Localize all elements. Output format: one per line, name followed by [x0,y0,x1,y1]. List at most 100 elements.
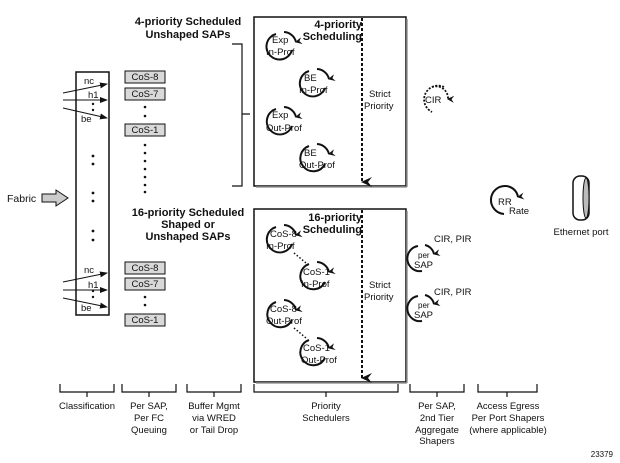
port-rr-scheduler: RR Rate [489,184,529,217]
svg-text:CoS-8: CoS-8 [270,229,297,240]
group-4p-bracket [232,43,250,187]
queue-label: CoS-8 [132,72,159,83]
scheduler-node: CoS-1 Out-Prof [299,337,337,367]
scheduler-node: Exp Out-Prof [265,106,303,136]
group-16p-title-line2: Shaped or [161,219,216,231]
svg-text:In-Prof: In-Prof [266,241,295,252]
group-4p-title-line2: Unshaped SAPs [146,29,231,41]
scheduler-node: CoS-8 In-Prof [265,224,303,254]
dotted-connector [293,327,307,339]
svg-text:or Tail Drop: or Tail Drop [190,425,238,436]
svg-text:Per FC: Per FC [134,413,164,424]
svg-text:Per SAP,: Per SAP, [418,401,456,412]
svg-text:BE: BE [304,73,317,84]
svg-text:Buffer Mgmt: Buffer Mgmt [188,401,240,412]
queue-list-4p [124,70,166,137]
svg-text:Out-Prof: Out-Prof [301,355,337,366]
fc-label-nc: nc [84,265,94,276]
svg-text:RR: RR [498,197,512,208]
fc-label-be: be [81,114,92,125]
group-16p-title-line3: Unshaped SAPs [146,231,231,243]
group-16p-title-line1: 16-priority Scheduled [132,207,244,219]
queue-label: CoS-8 [132,263,159,274]
fabric-label: Fabric [7,193,36,205]
stage-label-priority-schedulers: Priority Schedulers [302,401,350,424]
svg-text:(where applicable): (where applicable) [469,425,547,436]
svg-text:Classification: Classification [59,401,115,412]
svg-text:CoS-1: CoS-1 [303,267,330,278]
svg-text:via WRED: via WRED [192,413,236,424]
fabric-arrow-icon [41,189,69,207]
stage-label-queuing: Per SAP, Per FC Queuing [130,401,168,436]
svg-text:per: per [418,251,430,260]
cir-pir-label: CIR, PIR [434,234,472,245]
stage-label-buffer-mgmt: Buffer Mgmt via WRED or Tail Drop [188,401,240,436]
per-sap-shaper: per SAP CIR, PIR [406,287,472,323]
svg-text:Queuing: Queuing [131,425,167,436]
cir-pir-label: CIR, PIR [434,287,472,298]
strict-priority-label-line1: Strict [369,89,391,100]
svg-text:per: per [418,301,430,310]
strict-priority-label-line2: Priority [364,101,394,112]
strict-priority-label-line1: Strict [369,280,391,291]
stage-brackets [59,384,538,397]
scheduler-node: BE In-Prof [298,68,336,98]
scheduler-node: CoS-8 Out-Prof [266,299,303,329]
svg-text:Schedulers: Schedulers [302,413,350,424]
svg-text:Out-Prof: Out-Prof [266,123,302,134]
scheduler-node: CoS-1 In-Prof [299,261,336,291]
svg-text:Out-Prof: Out-Prof [299,160,335,171]
svg-text:Per Port Shapers: Per Port Shapers [472,413,545,424]
queue-label: CoS-7 [132,279,159,290]
fc-label-h1: h1 [88,90,99,101]
scheduler-node: Exp In-Prof [265,31,303,61]
svg-text:Priority: Priority [311,401,341,412]
dotted-connector [293,252,307,264]
figure-id: 23379 [591,450,614,459]
svg-text:Access Egress: Access Egress [477,401,540,412]
svg-text:2nd Tier: 2nd Tier [420,413,454,424]
svg-text:Out-Prof: Out-Prof [266,316,302,327]
bottom-classification-arrows [62,271,108,309]
scheduler-16p-title-line2: Scheduling [303,224,362,236]
ethernet-port-icon [572,175,590,221]
svg-text:Aggregate: Aggregate [415,425,459,436]
svg-text:SAP: SAP [414,260,433,271]
scheduler-4p-title-line2: Scheduling [303,31,362,43]
stage-label-port-shapers: Access Egress Per Port Shapers (where ap… [469,401,547,436]
stage-label-classification: Classification [59,401,115,412]
cir-shaper: CIR [423,84,455,113]
group-4p-title-line1: 4-priority Scheduled [135,16,241,28]
svg-text:Rate: Rate [509,206,529,217]
svg-text:In-Prof: In-Prof [299,85,328,96]
svg-text:CoS-8: CoS-8 [270,304,297,315]
queue-list-16p [124,261,166,327]
scheduler-box-16p [253,208,407,383]
scheduler-box-4p [253,16,407,187]
svg-text:Exp: Exp [272,110,288,121]
svg-text:Exp: Exp [272,35,288,46]
scheduler-4p-title-line1: 4-priority [314,19,363,31]
svg-text:SAP: SAP [414,310,433,321]
svg-text:In-Prof: In-Prof [301,279,330,290]
ethernet-port-label: Ethernet port [554,227,609,238]
queue-label: CoS-7 [132,89,159,100]
classification-column-dots [91,102,95,299]
per-sap-shaper: per SAP CIR, PIR [406,234,472,273]
svg-text:In-Prof: In-Prof [266,47,295,58]
svg-text:Shapers: Shapers [419,436,455,447]
svg-text:CoS-1: CoS-1 [303,343,330,354]
svg-text:Per SAP,: Per SAP, [130,401,168,412]
top-classification-arrows [62,82,108,120]
queue-dots [143,105,147,194]
scheduler-node: BE Out-Prof [299,143,336,173]
queue-label: CoS-1 [132,125,159,136]
fc-label-nc: nc [84,76,94,87]
queue-dots [143,295,147,307]
scheduler-16p-title-line1: 16-priority [308,212,363,224]
queue-label: CoS-1 [132,315,159,326]
strict-priority-label-line2: Priority [364,292,394,303]
fc-label-be: be [81,303,92,314]
stage-label-aggregate-shapers: Per SAP, 2nd Tier Aggregate Shapers [415,401,459,447]
